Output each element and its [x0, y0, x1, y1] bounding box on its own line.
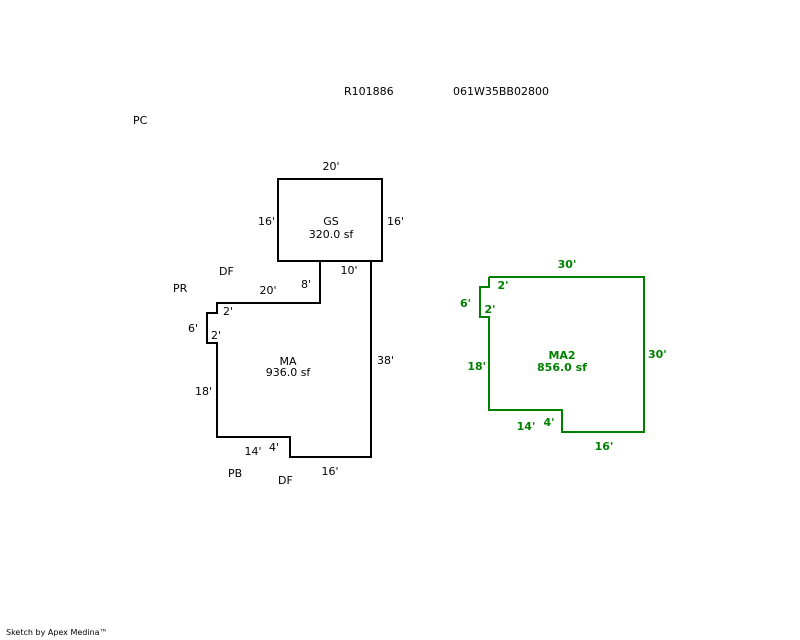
garage-dim-left: 16': [258, 215, 275, 228]
main-area-2-area: 856.0 sf: [537, 361, 587, 374]
label-pc: PC: [133, 114, 148, 127]
label-pb: PB: [228, 467, 242, 480]
garage-dim-top: 20': [322, 160, 339, 173]
ma2-dim-step-2-bottom: 2': [484, 303, 495, 316]
ma-dim-step-20: 20': [259, 284, 276, 297]
ma-dim-step-8: 8': [301, 278, 311, 291]
ma-dim-right-38: 38': [377, 354, 394, 367]
ma-dim-top: 10': [340, 264, 357, 277]
main-area-2-outline: [479, 276, 645, 433]
label-df-bottom: DF: [278, 474, 293, 487]
ma-dim-notch-6: 6': [188, 322, 198, 335]
ma2-dim-step-2-top: 2': [497, 279, 508, 292]
ma2-dim-notch-6: 6': [460, 297, 471, 310]
sketch-credit: Sketch by Apex Medina™: [6, 628, 108, 637]
ma2-dim-right-30: 30': [648, 348, 667, 361]
main-area-name: MA: [279, 355, 296, 368]
ma-dim-step-2-top: 2': [223, 305, 233, 318]
ma2-dim-top-30: 30': [558, 258, 577, 271]
ma2-dim-left-18: 18': [467, 360, 486, 373]
garage-area: 320.0 sf: [309, 228, 355, 241]
garage-dim-right: 16': [387, 215, 404, 228]
map-tax-lot: 061W35BB02800: [453, 85, 549, 98]
ma-dim-step-4: 4': [269, 441, 279, 454]
ma2-dim-step-4: 4': [543, 416, 554, 429]
main-area-area: 936.0 sf: [266, 366, 312, 379]
label-df-top: DF: [219, 265, 234, 278]
ma-dim-bottom-16: 16': [321, 465, 338, 478]
garage-name: GS: [323, 215, 339, 228]
ma-dim-step-2-bottom: 2': [211, 329, 221, 342]
account-id: R101886: [344, 85, 394, 98]
label-pr: PR: [173, 282, 188, 295]
main-area-2-name: MA2: [548, 349, 575, 362]
ma2-dim-bottom-16: 16': [595, 440, 614, 453]
ma-dim-left-18: 18': [195, 385, 212, 398]
ma2-dim-bottom-14: 14': [517, 420, 536, 433]
ma-dim-bottom-14: 14': [244, 445, 261, 458]
main-area-outline: [206, 260, 372, 458]
